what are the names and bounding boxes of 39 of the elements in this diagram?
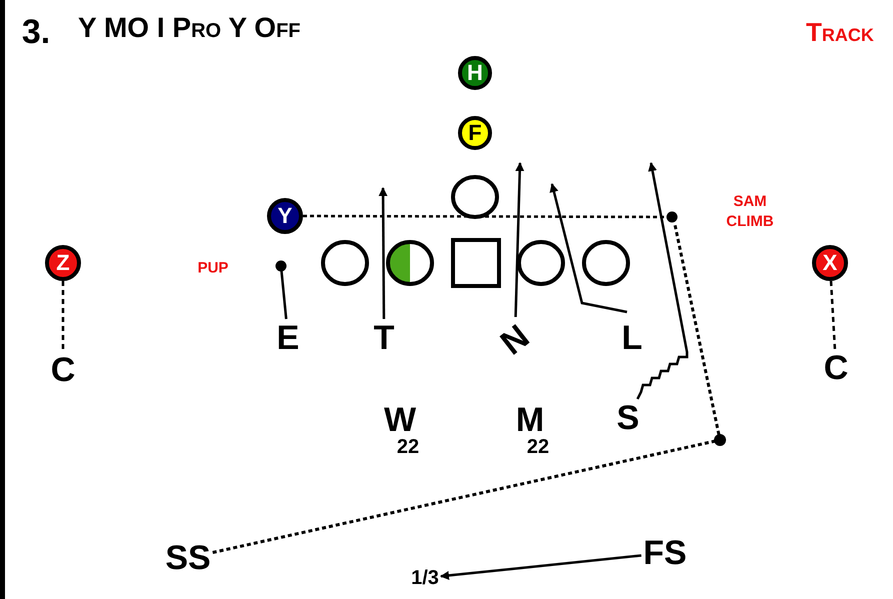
defender-letter: M xyxy=(514,403,546,437)
zone-label: 1/3 xyxy=(411,568,439,588)
lineman-circle xyxy=(582,240,630,286)
defender-letter: SS xyxy=(165,541,211,575)
route-arrow xyxy=(636,162,688,400)
route-arrow xyxy=(378,187,388,319)
defender-letter: W xyxy=(382,403,418,437)
dotted-route-line xyxy=(62,281,64,351)
dotted-route-line xyxy=(830,280,836,350)
dotted-route-line xyxy=(303,212,678,222)
route-arrow xyxy=(550,183,628,314)
player-circle: Z xyxy=(45,245,81,281)
player-circle: X xyxy=(812,245,848,281)
route-arrow xyxy=(514,162,524,318)
dotted-route-line xyxy=(212,224,726,554)
lineman-circle xyxy=(321,240,369,286)
defender-letter: C xyxy=(824,351,848,385)
defender-letter: T xyxy=(374,321,394,355)
play-number: 3. xyxy=(22,15,50,49)
jersey-number: 22 xyxy=(396,437,420,457)
call-note: SAM CLIMB xyxy=(725,192,775,232)
player-circle: Y xyxy=(267,198,303,234)
player-circle: H xyxy=(458,56,492,90)
player-circle: F xyxy=(458,116,492,150)
defender-letter: L xyxy=(622,321,642,355)
defender-letter: C xyxy=(50,353,76,387)
defender-letter: S xyxy=(616,401,640,435)
defender-letter: E xyxy=(276,321,300,355)
lineman-circle xyxy=(517,240,565,286)
defender-letter: FS xyxy=(643,536,687,570)
defender-letter: N xyxy=(494,319,536,361)
play-title: Y MO I Pro Y Off xyxy=(78,14,301,42)
lineman-circle xyxy=(451,175,499,219)
jersey-number: 22 xyxy=(526,437,550,457)
lineman-circle xyxy=(386,240,434,286)
call-note: PUP xyxy=(198,260,228,276)
route-arrow xyxy=(440,554,642,580)
center-square xyxy=(451,238,501,288)
coverage-name: Track xyxy=(806,19,874,45)
